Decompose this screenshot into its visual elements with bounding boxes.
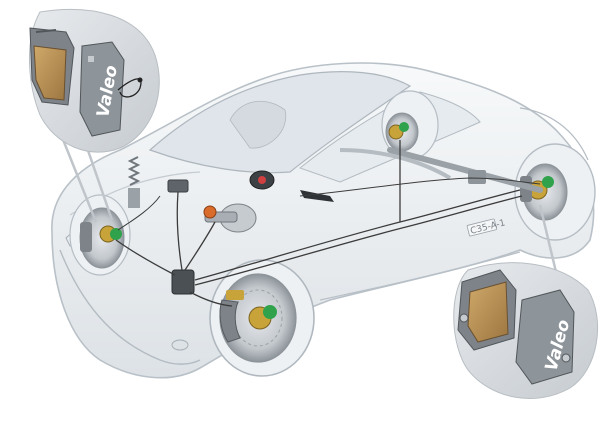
front-strut-spring [127, 156, 141, 186]
callout-front-pads: Valeo [28, 8, 160, 153]
rear-pad-friction [457, 269, 517, 351]
seat-shape [229, 101, 287, 149]
brake-pedal [300, 190, 334, 202]
rear-near-sensor [542, 176, 554, 188]
rear-near-wheel [514, 143, 596, 241]
hydraulic-unit [171, 269, 195, 295]
front-near-caliper [219, 299, 241, 343]
brake-lines [115, 140, 541, 307]
rear-tail [519, 107, 589, 161]
front-near-sensor [263, 305, 277, 319]
abs-module [167, 179, 189, 193]
front-far-sensor [110, 228, 122, 240]
brake-line-abs [176, 191, 183, 271]
brake-line-main-1 [194, 189, 521, 281]
front-bumper [59, 249, 201, 365]
brake-line-front-near [189, 291, 233, 307]
sensor-wire-front [117, 195, 161, 231]
brake-fluid-reservoir [203, 205, 217, 219]
brake-line-master [184, 221, 216, 271]
rear-far-sensor [399, 122, 409, 132]
front-far-caliper [80, 222, 92, 252]
suspension-and-components [127, 147, 543, 295]
brake-line-front-far [115, 239, 176, 276]
side-sill [319, 251, 521, 301]
front-pad-friction [29, 27, 75, 106]
rear-axle [387, 147, 543, 193]
front-pad-backing: Valeo [79, 41, 143, 137]
callout-rear-pads: Valeo [453, 262, 599, 399]
sensor-wire-rear [299, 177, 541, 197]
fog-light [171, 339, 189, 351]
leader-rear [538, 204, 558, 273]
front-near-wheel [209, 259, 315, 377]
front-far-wheel [69, 194, 131, 276]
brake-line-main-2 [194, 195, 523, 286]
wear-sensor-wire [117, 78, 142, 98]
rear-pad-backing: Valeo [515, 289, 575, 385]
rear-far-wheel [381, 90, 439, 160]
exhaust-pipe [339, 148, 452, 180]
